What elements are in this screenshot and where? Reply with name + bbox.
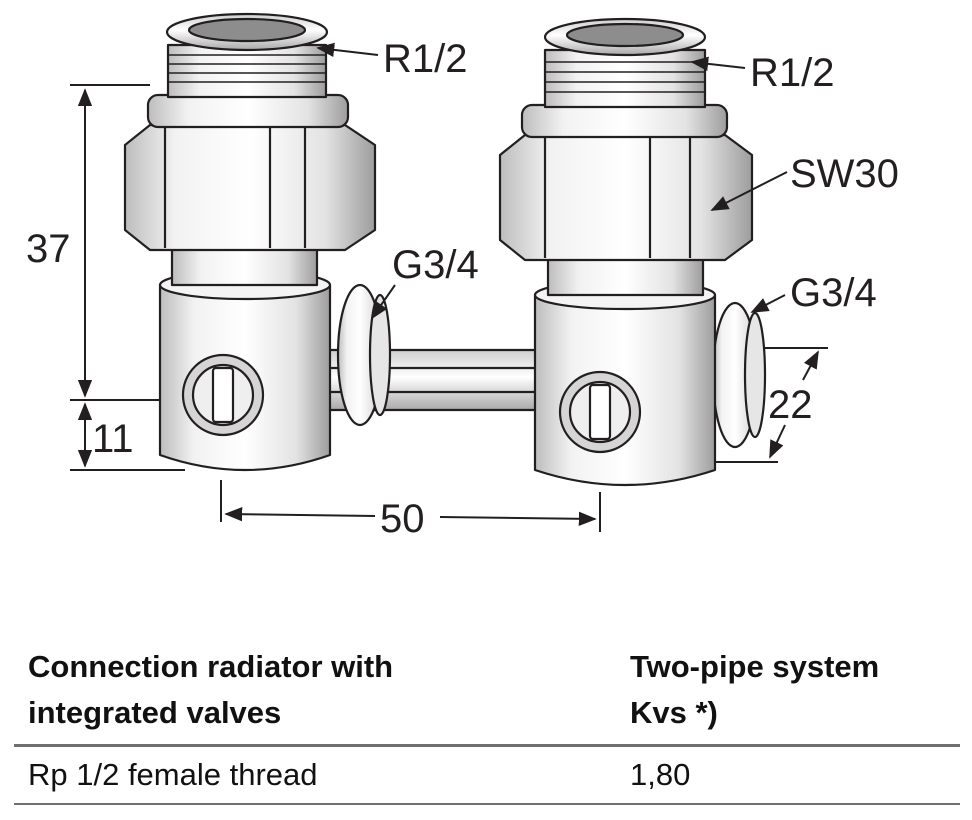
table-header-row: Connection radiator with integrated valv…: [14, 640, 960, 746]
label-connection-right: G3/4: [790, 271, 877, 315]
dim-line-22-top: [802, 350, 819, 381]
right-valve: [498, 17, 767, 487]
leader-thread-right: [690, 56, 746, 71]
label-wrench-size: SW30: [790, 152, 899, 196]
dim-label-22: 22: [768, 383, 813, 427]
right-thread: [543, 48, 707, 109]
crossbar: [298, 348, 547, 412]
spec-table: Connection radiator with integrated valv…: [14, 640, 960, 805]
dim-label-11: 11: [92, 417, 134, 461]
valve-drawing: R1/2 R1/2 SW30 G3/4 G3/4 37 11 50 22: [26, 12, 899, 541]
table-cell-kvs: 1,80: [630, 757, 691, 792]
table-cell-connection: Rp 1/2 female thread: [28, 757, 318, 792]
table-header-connection: Connection radiator with integrated valv…: [28, 649, 394, 730]
leader-wrench-size: [710, 171, 788, 211]
dim-line-50-left: [224, 507, 376, 522]
label-thread-left: R1/2: [383, 37, 468, 81]
dim-line-50-right: [439, 511, 597, 526]
left-hex-nut: [123, 123, 377, 252]
table-header-kvs: Two-pipe system Kvs *): [630, 649, 880, 730]
leader-connection-left: [370, 284, 396, 320]
dim-label-37: 37: [26, 227, 71, 271]
valve-drawing-svg: R1/2 R1/2 SW30 G3/4 G3/4 37 11 50 22: [26, 12, 899, 541]
table-row: Rp 1/2 female thread 1,80: [14, 746, 960, 804]
left-thread: [166, 43, 328, 99]
label-thread-right: R1/2: [750, 51, 835, 95]
right-hex-nut: [498, 133, 754, 262]
dim-line-22-bottom: [769, 424, 786, 459]
dim-label-50: 50: [380, 497, 425, 541]
label-connection-left: G3/4: [392, 243, 479, 287]
leader-connection-right: [750, 294, 786, 313]
left-valve: [123, 12, 392, 472]
leader-thread-left: [316, 42, 379, 58]
annotation-lines: [70, 42, 828, 532]
valve-body: [123, 12, 767, 487]
